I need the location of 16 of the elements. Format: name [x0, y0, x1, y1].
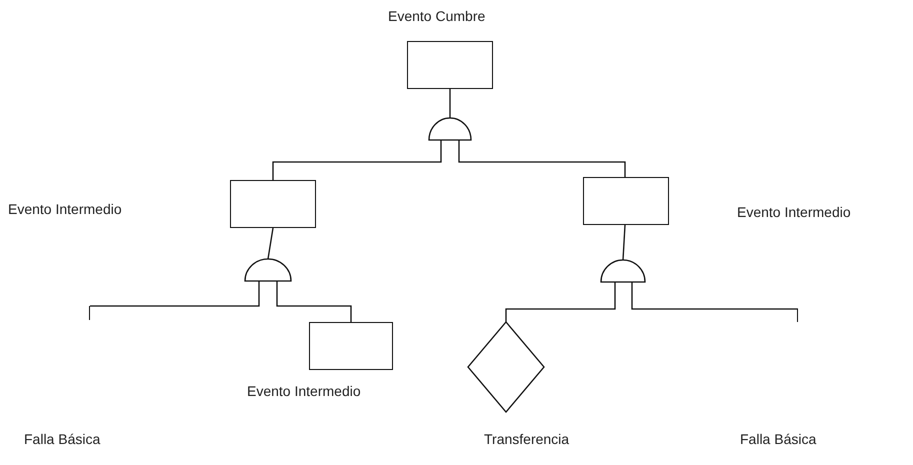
event-label: Evento Intermedio — [247, 383, 361, 399]
event-label: Transferencia — [484, 431, 570, 447]
connector-line — [622, 224, 626, 260]
connector-line — [272, 140, 442, 180]
connector-line — [449, 89, 451, 118]
note-text: Falla Básica — [740, 431, 816, 447]
note-text: Falla Básica — [24, 431, 100, 447]
connector-line — [458, 140, 626, 177]
connector-line — [89, 281, 260, 307]
connector-line — [267, 228, 274, 260]
event-label: Evento Intermedio — [737, 204, 851, 220]
connector-line — [505, 282, 616, 322]
event-label: Evento Intermedio — [8, 201, 122, 217]
connector-line — [631, 282, 799, 310]
connector-line — [276, 281, 352, 322]
event-label: Evento Cumbre — [388, 8, 486, 24]
